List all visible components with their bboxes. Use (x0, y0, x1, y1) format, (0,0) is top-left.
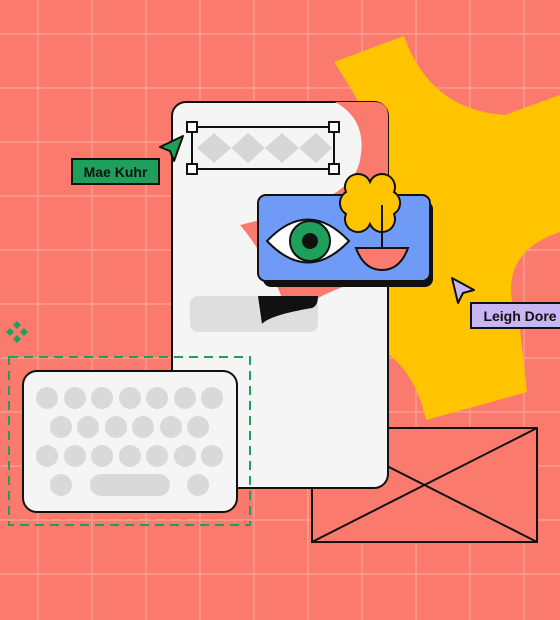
keyboard-keys (36, 387, 223, 496)
arrow-cursor-icon (159, 135, 184, 162)
keyboard-selection-dashed (8, 356, 251, 526)
sparkle-icon (6, 321, 28, 343)
selected-pattern-box[interactable] (186, 121, 340, 175)
phone-black-wedge (258, 296, 318, 324)
collaborator-label-leigh: Leigh Dore (470, 302, 560, 329)
eye-icon (265, 218, 351, 264)
collaborator-label-mae: Mae Kuhr (71, 158, 160, 185)
arrow-cursor-icon (451, 277, 475, 304)
flower-icon (339, 173, 401, 248)
bowl-icon (354, 247, 410, 272)
